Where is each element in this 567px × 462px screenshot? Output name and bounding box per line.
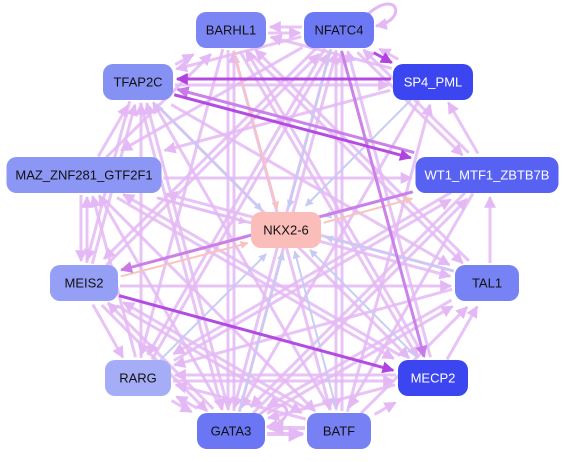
edge-tfap2c-to-wt1_mtf1_zbtb7b xyxy=(173,93,412,161)
edge-meis2-to-nkx2-6 xyxy=(120,241,249,278)
node-box xyxy=(455,265,519,301)
edge-batf-to-rarg xyxy=(174,381,307,421)
edge-tal1-to-nkx2-6 xyxy=(324,235,455,273)
edge-nkx2-6-to-wt1_mtf1_zbtb7b xyxy=(323,196,414,224)
node-box xyxy=(105,360,171,396)
edge-batf-to-meis2 xyxy=(122,301,308,410)
node-mecp2[interactable]: MECP2 xyxy=(398,360,468,396)
edge-mecp2-to-nkx2-6 xyxy=(309,249,416,357)
edge-wt1_mtf1_zbtb7b-to-sp4_pml xyxy=(447,101,480,155)
node-box xyxy=(103,64,173,100)
node-gata3[interactable]: GATA3 xyxy=(197,413,265,449)
node-label: BARHL1 xyxy=(206,23,257,38)
node-box xyxy=(196,12,266,48)
edge-maz_znf281_gtf2f1-to-tfap2c xyxy=(96,104,130,158)
node-box xyxy=(304,12,374,48)
edge-batf-to-mecp2 xyxy=(373,401,397,416)
node-label: NFATC4 xyxy=(315,23,364,38)
node-sp4_pml[interactable]: SP4_PML xyxy=(393,64,473,100)
node-box xyxy=(50,265,118,301)
node-maz_znf281_gtf2f1[interactable]: MAZ_ZNF281_GTF2F1 xyxy=(6,157,162,193)
node-box xyxy=(398,360,468,396)
edge-nfatc4-to-mecp2 xyxy=(340,50,428,358)
node-label: GATA3 xyxy=(211,424,252,439)
edge-gata3-to-rarg xyxy=(175,395,199,410)
node-nkx2-6[interactable]: NKX2-6 xyxy=(251,212,321,248)
edge-wt1_mtf1_zbtb7b-to-rarg xyxy=(172,191,452,356)
edge-meis2-to-rarg xyxy=(91,303,125,359)
edge-tal1-to-rarg xyxy=(173,287,453,368)
node-label: TFAP2C xyxy=(113,75,162,90)
edge-tfap2c-to-tal1 xyxy=(170,103,451,267)
node-label: BATF xyxy=(323,424,355,439)
edge-gata3-to-tfap2c xyxy=(143,102,231,411)
node-box xyxy=(415,157,559,193)
edge-tfap2c-to-nkx2-6 xyxy=(155,103,263,211)
node-tfap2c[interactable]: TFAP2C xyxy=(103,64,173,100)
edge-mecp2-to-gata3 xyxy=(267,383,396,422)
edge-rarg-to-wt1_mtf1_zbtb7b xyxy=(173,198,452,362)
edge-wt1_mtf1_zbtb7b-to-nfatc4 xyxy=(362,48,470,154)
node-wt1_mtf1_zbtb7b[interactable]: WT1_MTF1_ZBTB7B xyxy=(415,157,559,193)
edge-barhl1-to-nkx2-6 xyxy=(232,50,280,210)
edge-gata3-to-maz_znf281_gtf2f1 xyxy=(97,194,224,411)
edge-nfatc4-to-wt1_mtf1_zbtb7b xyxy=(356,51,464,157)
edge-nfatc4-to-sp4_pml xyxy=(372,51,393,64)
node-box xyxy=(6,157,162,193)
edge-rarg-to-nkx2-6 xyxy=(159,253,267,361)
edge-gata3-to-nkx2-6 xyxy=(238,252,285,413)
self-loop-gata3 xyxy=(258,403,289,431)
edge-sp4_pml-to-nkx2-6 xyxy=(305,99,412,207)
edge-wt1_mtf1_zbtb7b-to-tfap2c xyxy=(176,86,415,154)
edge-mecp2-to-maz_znf281_gtf2f1 xyxy=(122,193,401,357)
edge-mecp2-to-barhl1 xyxy=(245,49,426,358)
node-label: MECP2 xyxy=(411,371,456,386)
node-tal1[interactable]: TAL1 xyxy=(455,265,519,301)
node-label: WT1_MTF1_ZBTB7B xyxy=(425,168,550,183)
edge-mecp2-to-tal1 xyxy=(445,305,479,361)
self-loop-nfatc4 xyxy=(367,2,398,30)
edge-nfatc4-to-nkx2-6 xyxy=(286,48,332,209)
edge-tal1-to-barhl1 xyxy=(254,48,470,262)
node-nfatc4[interactable]: NFATC4 xyxy=(304,12,374,48)
node-box xyxy=(251,212,321,248)
edge-batf-to-nkx2-6 xyxy=(292,250,338,411)
node-barhl1[interactable]: BARHL1 xyxy=(196,12,266,48)
edge-meis2-to-mecp2 xyxy=(118,294,395,374)
node-box xyxy=(393,64,473,100)
edge-rarg-to-nfatc4 xyxy=(150,52,331,361)
edge-wt1_mtf1_zbtb7b-to-gata3 xyxy=(249,191,466,408)
node-label: MAZ_ZNF281_GTF2F1 xyxy=(15,168,152,183)
node-label: NKX2-6 xyxy=(263,223,309,238)
node-rarg[interactable]: RARG xyxy=(105,360,171,396)
node-label: SP4_PML xyxy=(404,75,463,90)
node-label: TAL1 xyxy=(472,276,502,291)
node-meis2[interactable]: MEIS2 xyxy=(50,265,118,301)
edge-batf-to-tfap2c xyxy=(151,101,332,411)
edge-tfap2c-to-barhl1 xyxy=(174,53,195,66)
node-box xyxy=(197,413,265,449)
node-batf[interactable]: BATF xyxy=(307,413,371,449)
node-box xyxy=(307,413,371,449)
node-label: MEIS2 xyxy=(64,276,103,291)
edge-gata3-to-wt1_mtf1_zbtb7b xyxy=(252,198,469,415)
node-label: RARG xyxy=(119,371,157,386)
edge-sp4_pml-to-maz_znf281_gtf2f1 xyxy=(163,88,391,154)
